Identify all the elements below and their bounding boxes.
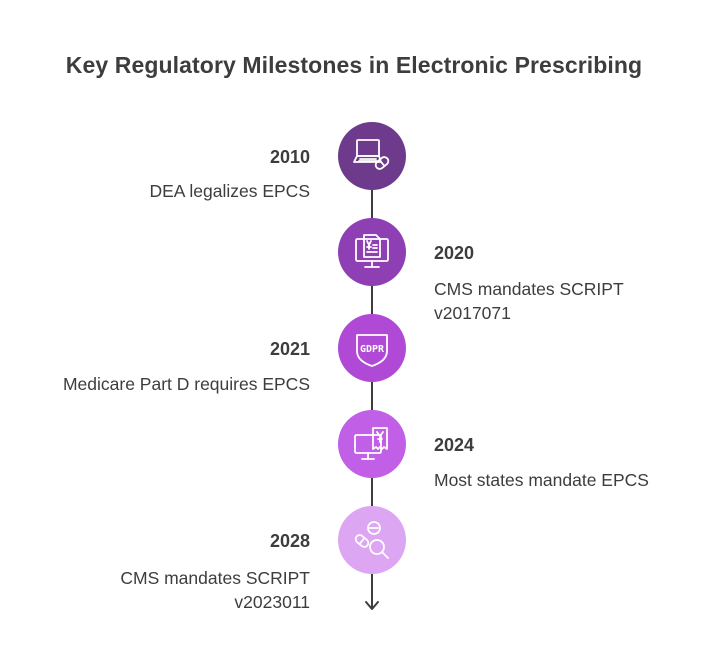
milestone-node-2021: GDPR [338,314,406,382]
prescription-monitor-icon [355,234,389,268]
milestone-description: Most states mandate EPCS [434,470,649,490]
milestone-node-2024 [338,410,406,478]
milestone-year: 2021 [269,339,310,359]
milestone-description: DEA legalizes EPCS [149,181,311,201]
milestone-year: 2028 [269,531,310,551]
milestone-year: 2020 [434,243,475,263]
gdpr-shield-icon: GDPR [356,334,388,367]
milestone-description: Medicare Part D requires EPCS [62,374,310,394]
monitor-prescription-icon [354,427,388,460]
milestone-node-2010 [338,122,406,190]
milestone-year: 2024 [434,435,475,455]
svg-text:GDPR: GDPR [360,344,385,355]
milestone-node-2020 [338,218,406,286]
milestone-description: CMS mandates SCRIPT v2017071 [434,279,624,323]
laptop-pill-icon [353,139,390,170]
timeline-spine [371,160,373,608]
timeline-arrow-icon [365,601,379,610]
milestone-year: 2010 [269,147,310,167]
diagram-title: Key Regulatory Milestones in Electronic … [65,52,643,78]
pills-search-icon [354,521,389,559]
milestone-node-2028 [338,506,406,574]
milestone-description: CMS mandates SCRIPT v2023011 [120,568,310,612]
